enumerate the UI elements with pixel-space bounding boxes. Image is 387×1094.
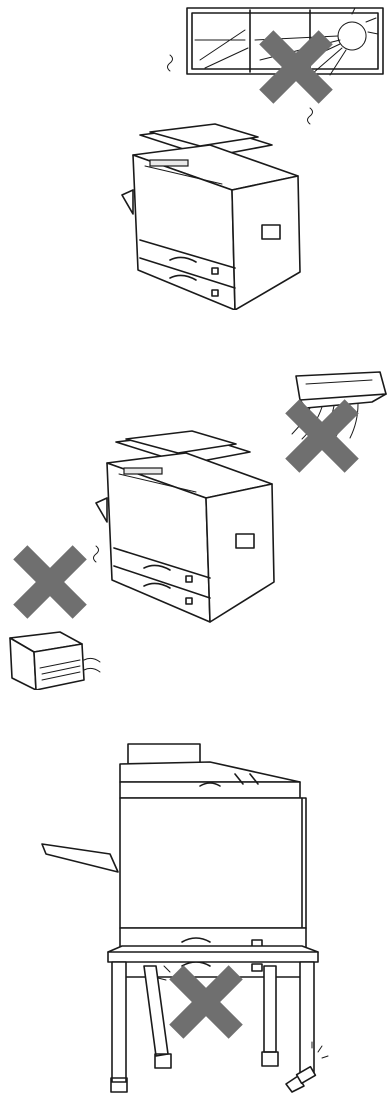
unstable-stand-scene (0, 736, 387, 1094)
copier-icon (122, 124, 300, 310)
prohibited-x-icon (285, 399, 359, 473)
sunlight-scene (0, 0, 387, 310)
panel-unstable-stand (0, 736, 387, 1094)
panel-heat-cold (0, 360, 387, 690)
panel-sunlight (0, 0, 387, 310)
heat-cold-scene (0, 360, 387, 690)
prohibited-x-icon (13, 545, 87, 619)
copier-icon (42, 744, 306, 977)
heater-icon (10, 632, 100, 690)
copier-icon (96, 431, 274, 622)
